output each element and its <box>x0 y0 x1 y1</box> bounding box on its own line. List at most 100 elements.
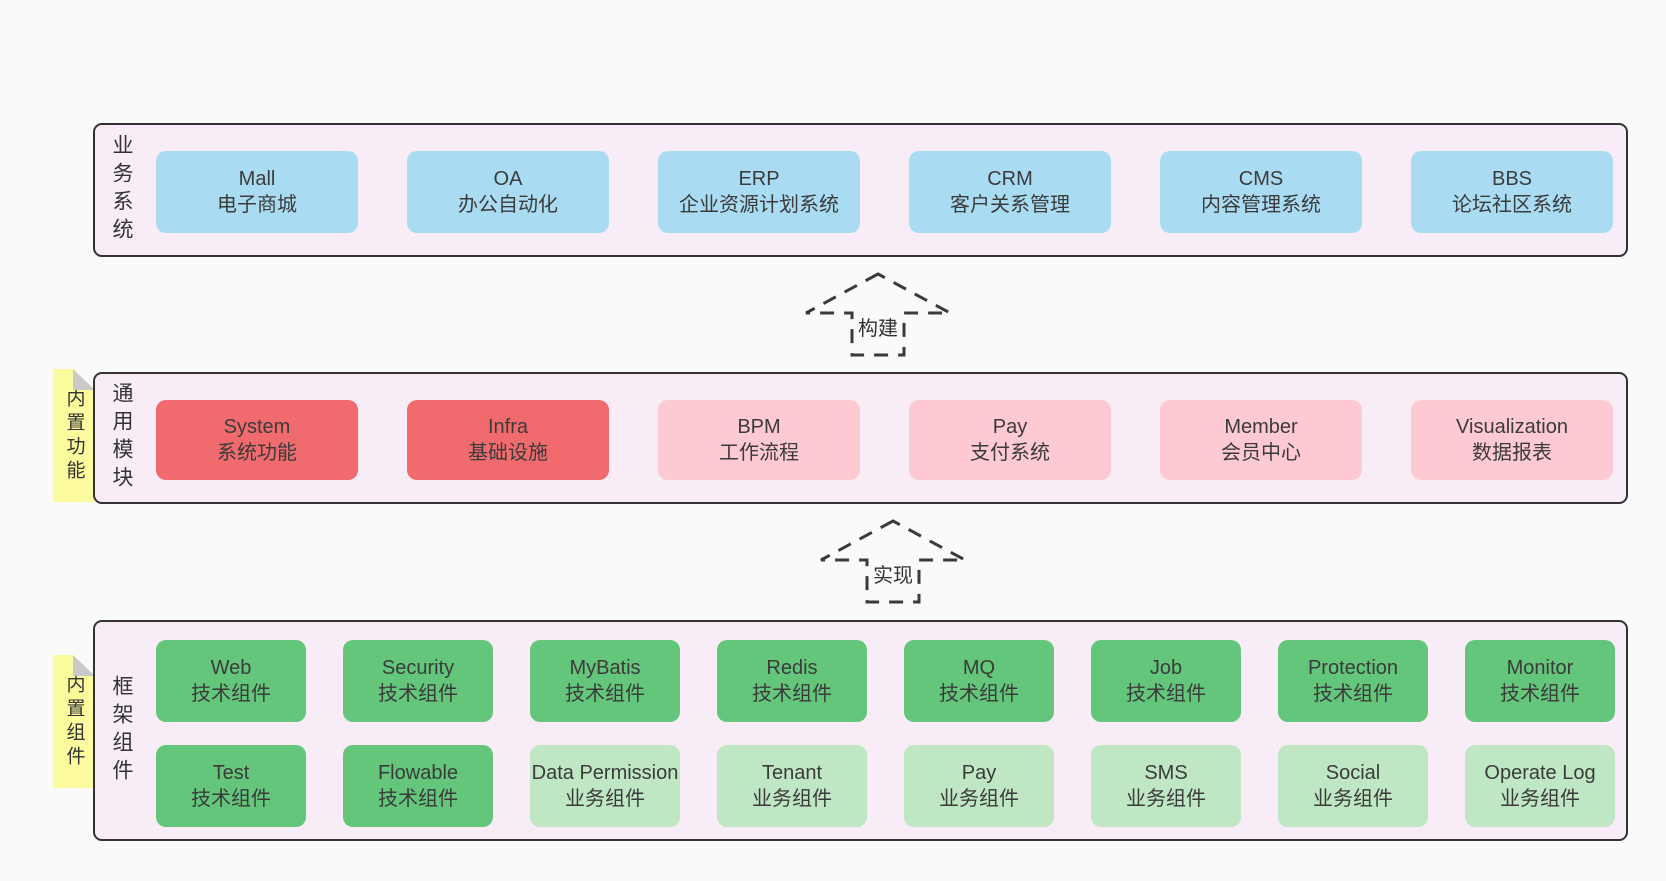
box-title: BBS <box>1491 168 1533 190</box>
layer-framework-components: 框架组件 Web 技术组件 Security 技术组件 MyBatis 技术组件… <box>93 620 1628 841</box>
arrow-label: 构建 <box>858 318 898 340</box>
box-row: Mall 电子商城 OA 办公自动化 ERP 企业资源计划系统 CRM 客户关系… <box>156 151 1613 233</box>
layer-label: 业务系统 <box>110 134 133 246</box>
box-pay-business: Pay 业务组件 <box>904 745 1054 827</box>
box-subtitle: 技术组件 <box>752 683 832 705</box>
box-title: Redis <box>766 657 818 679</box>
box-crm: CRM 客户关系管理 <box>909 151 1111 233</box>
box-flowable: Flowable 技术组件 <box>343 745 493 827</box>
box-subtitle: 业务组件 <box>939 788 1019 810</box>
note-fold-icon <box>73 655 95 676</box>
layer-label: 框架组件 <box>110 674 133 787</box>
box-subtitle: 电子商城 <box>217 194 297 216</box>
box-web: Web 技术组件 <box>156 640 306 722</box>
box-subtitle: 办公自动化 <box>458 194 558 216</box>
box-subtitle: 系统功能 <box>217 442 297 464</box>
box-title: ERP <box>738 168 780 190</box>
box-title: Infra <box>487 416 529 438</box>
box-cms: CMS 内容管理系统 <box>1160 151 1362 233</box>
box-operate-log: Operate Log 业务组件 <box>1465 745 1615 827</box>
arrow-label: 实现 <box>873 565 913 587</box>
arrow-implement: 实现 <box>813 515 973 609</box>
box-subtitle: 内容管理系统 <box>1201 194 1321 216</box>
box-social: Social 业务组件 <box>1278 745 1428 827</box>
box-subtitle: 企业资源计划系统 <box>679 194 839 216</box>
box-title: BPM <box>737 416 781 438</box>
box-title: CMS <box>1238 168 1284 190</box>
box-subtitle: 技术组件 <box>191 683 271 705</box>
box-row: Web 技术组件 Security 技术组件 MyBatis 技术组件 Redi… <box>156 640 1615 722</box>
box-title: MyBatis <box>569 657 641 679</box>
box-title: OA <box>493 168 523 190</box>
sticky-note-built-in-features: 内置功能 <box>53 369 95 502</box>
sticky-note-built-in-components: 内置组件 <box>53 655 95 788</box>
box-subtitle: 基础设施 <box>468 442 548 464</box>
box-data-permission: Data Permission 业务组件 <box>530 745 680 827</box>
box-title: Web <box>210 657 252 679</box>
box-title: Test <box>212 762 250 784</box>
box-subtitle: 业务组件 <box>565 788 645 810</box>
box-title: Tenant <box>761 762 823 784</box>
box-subtitle: 支付系统 <box>970 442 1050 464</box>
box-title: Data Permission <box>531 762 679 784</box>
up-arrow-icon <box>805 272 951 357</box>
box-title: Flowable <box>377 762 459 784</box>
box-title: MQ <box>962 657 996 679</box>
arrow-build: 构建 <box>798 268 958 362</box>
box-subtitle: 工作流程 <box>719 442 799 464</box>
box-subtitle: 业务组件 <box>1126 788 1206 810</box>
box-subtitle: 业务组件 <box>752 788 832 810</box>
box-row: Test 技术组件 Flowable 技术组件 Data Permission … <box>156 745 1615 827</box>
note-text: 内置功能 <box>63 387 85 484</box>
box-title: Monitor <box>1506 657 1574 679</box>
box-mall: Mall 电子商城 <box>156 151 358 233</box>
box-subtitle: 数据报表 <box>1472 442 1552 464</box>
layer-label: 通用模块 <box>110 382 133 494</box>
box-infra: Infra 基础设施 <box>407 400 609 480</box>
box-subtitle: 技术组件 <box>565 683 645 705</box>
box-security: Security 技术组件 <box>343 640 493 722</box>
box-title: Visualization <box>1456 416 1568 438</box>
box-test: Test 技术组件 <box>156 745 306 827</box>
box-title: CRM <box>987 168 1033 190</box>
box-protection: Protection 技术组件 <box>1278 640 1428 722</box>
box-sms: SMS 业务组件 <box>1091 745 1241 827</box>
up-arrow-icon <box>820 519 966 604</box>
note-fold-icon <box>73 369 95 390</box>
box-title: Security <box>381 657 455 679</box>
box-bpm: BPM 工作流程 <box>658 400 860 480</box>
box-title: System <box>223 416 291 438</box>
layer-common-modules: 通用模块 System 系统功能 Infra 基础设施 BPM 工作流程 Pay… <box>93 372 1628 504</box>
box-subtitle: 技术组件 <box>191 788 271 810</box>
box-title: Job <box>1149 657 1183 679</box>
box-subtitle: 技术组件 <box>1500 683 1580 705</box>
box-mq: MQ 技术组件 <box>904 640 1054 722</box>
box-title: SMS <box>1144 762 1188 784</box>
layer-business-systems: 业务系统 Mall 电子商城 OA 办公自动化 ERP 企业资源计划系统 CRM… <box>93 123 1628 257</box>
box-subtitle: 论坛社区系统 <box>1452 194 1572 216</box>
note-text: 内置组件 <box>63 673 85 770</box>
box-monitor: Monitor 技术组件 <box>1465 640 1615 722</box>
box-subtitle: 技术组件 <box>1126 683 1206 705</box>
box-title: Operate Log <box>1484 762 1596 784</box>
box-row: System 系统功能 Infra 基础设施 BPM 工作流程 Pay 支付系统… <box>156 400 1613 480</box>
box-visualization: Visualization 数据报表 <box>1411 400 1613 480</box>
box-subtitle: 业务组件 <box>1313 788 1393 810</box>
box-erp: ERP 企业资源计划系统 <box>658 151 860 233</box>
box-subtitle: 会员中心 <box>1221 442 1301 464</box>
box-title: Mall <box>238 168 276 190</box>
box-subtitle: 业务组件 <box>1500 788 1580 810</box>
box-title: Member <box>1224 416 1298 438</box>
box-subtitle: 客户关系管理 <box>950 194 1070 216</box>
box-subtitle: 技术组件 <box>1313 683 1393 705</box>
box-bbs: BBS 论坛社区系统 <box>1411 151 1613 233</box>
box-oa: OA 办公自动化 <box>407 151 609 233</box>
box-tenant: Tenant 业务组件 <box>717 745 867 827</box>
box-subtitle: 技术组件 <box>378 788 458 810</box>
box-mybatis: MyBatis 技术组件 <box>530 640 680 722</box>
box-title: Pay <box>992 416 1028 438</box>
box-redis: Redis 技术组件 <box>717 640 867 722</box>
box-subtitle: 技术组件 <box>939 683 1019 705</box>
box-title: Social <box>1325 762 1381 784</box>
